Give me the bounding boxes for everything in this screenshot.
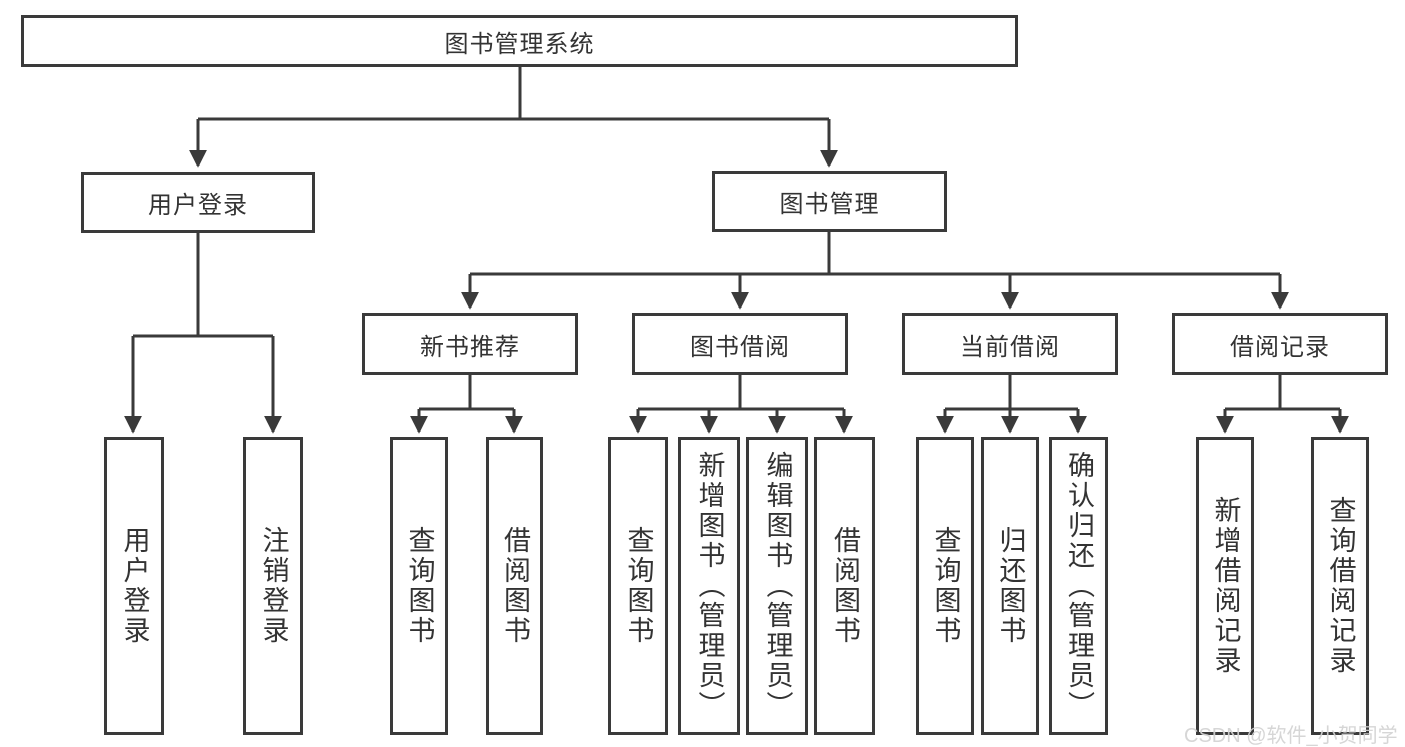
leaf-logout: 注销登录 xyxy=(243,437,303,735)
leaf-edit-books-admin: 编辑图书（管理员） xyxy=(746,437,808,735)
leaf-borrow-books: 借阅图书 xyxy=(814,437,875,735)
leaf-confirm-return-admin: 确认归还（管理员） xyxy=(1049,437,1108,735)
leaf-add-borrow-record: 新增借阅记录 xyxy=(1196,437,1254,735)
leaf-query-books-borrow: 查询图书 xyxy=(608,437,668,735)
leaf-query-books-current: 查询图书 xyxy=(916,437,974,735)
leaf-return-books: 归还图书 xyxy=(981,437,1039,735)
node-library-management-system: 图书管理系统 xyxy=(21,15,1018,67)
leaf-user-login: 用户登录 xyxy=(104,437,164,735)
node-book-management: 图书管理 xyxy=(712,171,947,232)
leaf-query-books-recommend: 查询图书 xyxy=(390,437,448,735)
leaf-add-books-admin: 新增图书（管理员） xyxy=(678,437,740,735)
node-book-borrowing: 图书借阅 xyxy=(632,313,848,375)
leaf-query-borrow-record: 查询借阅记录 xyxy=(1311,437,1369,735)
node-user-login: 用户登录 xyxy=(81,172,315,233)
leaf-borrow-books-recommend: 借阅图书 xyxy=(486,437,543,735)
node-new-book-recommendation: 新书推荐 xyxy=(362,313,578,375)
node-current-borrowing: 当前借阅 xyxy=(902,313,1118,375)
node-borrowing-records: 借阅记录 xyxy=(1172,313,1388,375)
